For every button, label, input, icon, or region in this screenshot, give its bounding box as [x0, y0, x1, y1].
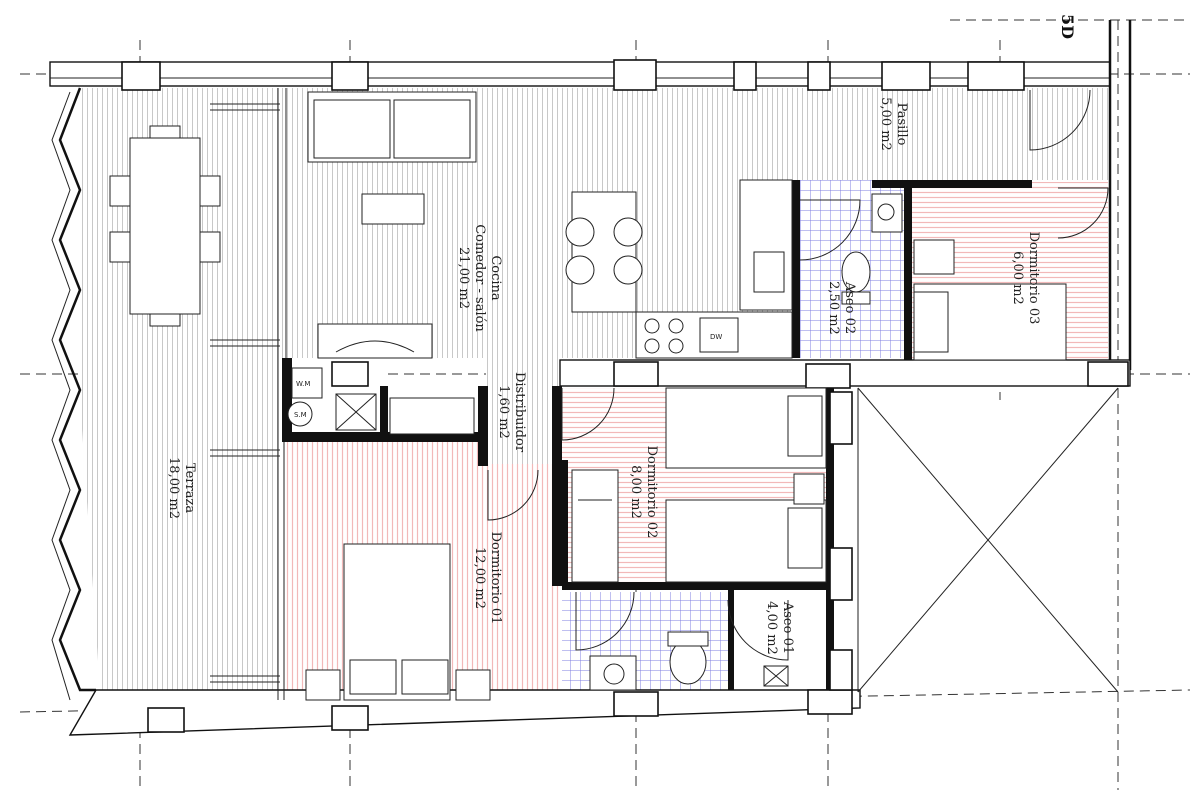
dishwasher-label: DW [710, 333, 722, 341]
svg-text:Aseo 01: Aseo 01 [780, 601, 795, 654]
room-label-dormitorio02: Dormitorio 02 8,00 m2 [628, 446, 659, 539]
svg-text:Dormitorio 01: Dormitorio 01 [488, 532, 503, 625]
distribuidor-floor [486, 358, 562, 464]
svg-text:6,00 m2: 6,00 m2 [1010, 251, 1025, 305]
patio-void [857, 387, 1119, 693]
svg-text:4,00 m2: 4,00 m2 [764, 601, 779, 655]
svg-text:8,00 m2: 8,00 m2 [628, 465, 643, 519]
room-labels: Terraza 18,00 m2 Cocina Comedor - salón … [166, 97, 1041, 655]
svg-text:Comedor - salón: Comedor - salón [472, 224, 487, 332]
svg-text:Distribuidor: Distribuidor [512, 372, 527, 453]
room-fills [80, 88, 1110, 700]
kitchen-island [571, 191, 637, 313]
room-label-aseo02: Aseo 02 2,50 m2 [826, 281, 857, 335]
furniture: DW W.M S.M [109, 91, 1067, 701]
dryer-label: S.M [294, 411, 307, 419]
pillars [121, 59, 1129, 733]
svg-text:21,00 m2: 21,00 m2 [456, 247, 471, 309]
doors [487, 89, 1109, 661]
terrace-table [129, 137, 201, 315]
svg-text:1,60 m2: 1,60 m2 [496, 385, 511, 439]
svg-text:2,50 m2: 2,50 m2 [826, 281, 841, 335]
room-label-cocina: Cocina Comedor - salón 21,00 m2 [456, 224, 503, 332]
svg-text:18,00 m2: 18,00 m2 [166, 457, 181, 519]
axis-marker-label: 5D [1058, 14, 1077, 39]
washer-label: W.M [296, 380, 310, 388]
terrace-edge [58, 87, 96, 692]
facade-top [49, 61, 1111, 87]
room-label-terraza: Terraza 18,00 m2 [166, 457, 197, 519]
svg-text:12,00 m2: 12,00 m2 [472, 547, 487, 609]
coffee-table [361, 193, 425, 225]
svg-text:Pasillo: Pasillo [894, 103, 909, 146]
svg-text:Dormitorio 02: Dormitorio 02 [644, 446, 659, 539]
room-label-dormitorio01: Dormitorio 01 12,00 m2 [472, 532, 503, 625]
svg-text:Dormitorio 03: Dormitorio 03 [1026, 232, 1041, 325]
svg-text:Aseo 02: Aseo 02 [842, 281, 857, 334]
room-label-aseo01: Aseo 01 4,00 m2 [764, 601, 795, 655]
room-label-pasillo: Pasillo 5,00 m2 [878, 97, 909, 151]
room-label-distribuidor: Distribuidor 1,60 m2 [496, 372, 527, 453]
axis-marker: 5D [1058, 14, 1077, 39]
svg-text:5,00 m2: 5,00 m2 [878, 97, 893, 151]
svg-text:Terraza: Terraza [182, 463, 197, 513]
svg-text:Cocina: Cocina [488, 255, 503, 301]
room-label-dormitorio03: Dormitorio 03 6,00 m2 [1010, 232, 1041, 325]
